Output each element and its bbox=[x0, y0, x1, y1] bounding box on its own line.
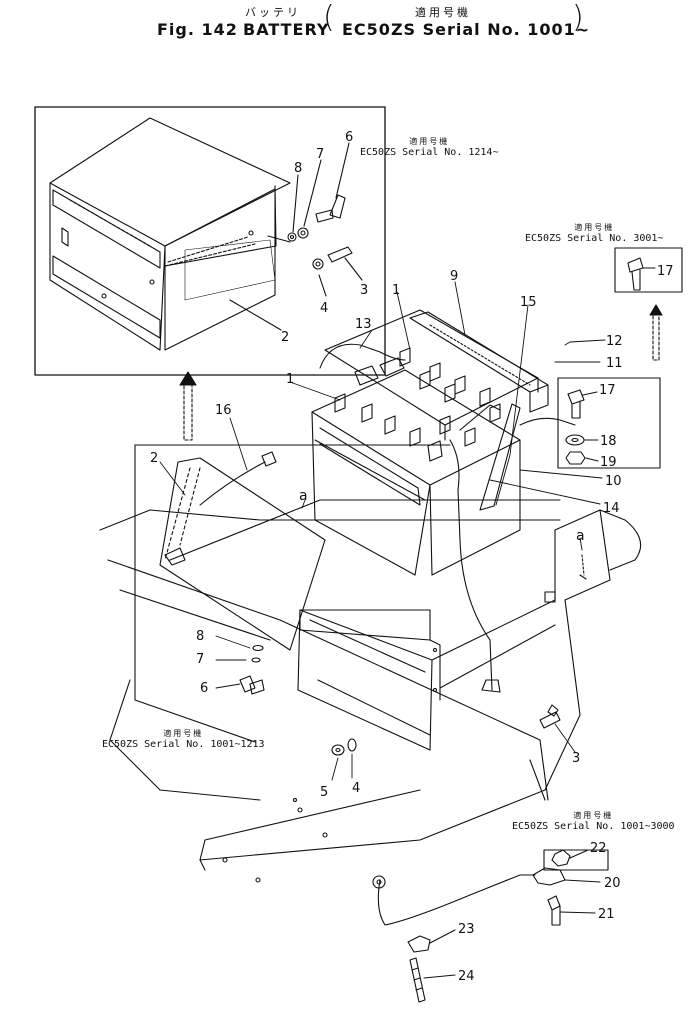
figure-title: BATTERY bbox=[243, 20, 330, 39]
inset-hardware-box bbox=[557, 377, 661, 469]
part-number-4: 4 bbox=[320, 301, 328, 316]
figure-number: Fig. 142 bbox=[157, 20, 238, 39]
title-kana-battery: バッテリ bbox=[245, 6, 301, 19]
inset-bolt-box bbox=[614, 247, 683, 361]
reference-letter-a: a bbox=[299, 488, 308, 504]
part-number-8: 8 bbox=[294, 161, 302, 176]
part-number-19: 19 bbox=[600, 455, 617, 470]
arrow-to-battery-area bbox=[179, 371, 197, 441]
part-numbers: 6 7 8 4 3 2 1 9 15 13 12 11 1 17 18 19 1… bbox=[150, 130, 674, 984]
cable-16 bbox=[199, 451, 277, 506]
part-number-7: 7 bbox=[316, 147, 324, 162]
part-number-12: 12 bbox=[606, 334, 623, 349]
title-kana-applicability: 適用号機 bbox=[415, 6, 471, 19]
part-number-6: 6 bbox=[200, 681, 208, 696]
battery-tray-frame bbox=[99, 444, 642, 883]
part-number-14: 14 bbox=[603, 501, 620, 516]
close-paren: ) bbox=[572, 0, 584, 35]
part-number-7: 7 bbox=[196, 652, 204, 667]
upper-battery bbox=[319, 309, 549, 441]
reference-letter-a: a bbox=[576, 528, 585, 544]
part-number-11: 11 bbox=[606, 356, 623, 371]
battery-cover bbox=[49, 117, 291, 351]
part-number-23: 23 bbox=[458, 922, 475, 937]
part-number-20: 20 bbox=[604, 876, 621, 891]
part-number-3: 3 bbox=[572, 751, 580, 766]
part-number-5: 5 bbox=[320, 785, 328, 800]
lower-battery bbox=[311, 369, 576, 693]
open-paren: ( bbox=[323, 0, 335, 35]
ground-cable bbox=[372, 849, 609, 1003]
part-number-8: 8 bbox=[196, 629, 204, 644]
lower-hardware bbox=[239, 554, 587, 756]
inset-cover-box bbox=[34, 106, 386, 376]
reference-letters: a a bbox=[299, 488, 585, 544]
part-number-4: 4 bbox=[352, 781, 360, 796]
part-number-3: 3 bbox=[360, 283, 368, 298]
leader-lines bbox=[159, 281, 606, 781]
part-number-24: 24 bbox=[458, 969, 475, 984]
part-number-1: 1 bbox=[392, 283, 400, 298]
inset-hardware bbox=[267, 194, 353, 270]
part-number-22: 22 bbox=[590, 841, 607, 856]
part-number-9: 9 bbox=[450, 269, 458, 284]
part-number-18: 18 bbox=[600, 434, 617, 449]
part-number-6: 6 bbox=[345, 130, 353, 145]
part-number-13: 13 bbox=[355, 317, 372, 332]
part-number-21: 21 bbox=[598, 907, 615, 922]
part-number-2: 2 bbox=[150, 451, 158, 466]
part-number-1: 1 bbox=[286, 372, 294, 387]
part-number-17: 17 bbox=[657, 264, 674, 279]
part-number-16: 16 bbox=[215, 403, 232, 418]
figure-applicability: EC50ZS Serial No. 1001~ bbox=[342, 20, 591, 39]
part-number-10: 10 bbox=[605, 474, 622, 489]
part-number-2: 2 bbox=[281, 330, 289, 345]
part-number-15: 15 bbox=[520, 295, 537, 310]
part-number-17: 17 bbox=[599, 383, 616, 398]
